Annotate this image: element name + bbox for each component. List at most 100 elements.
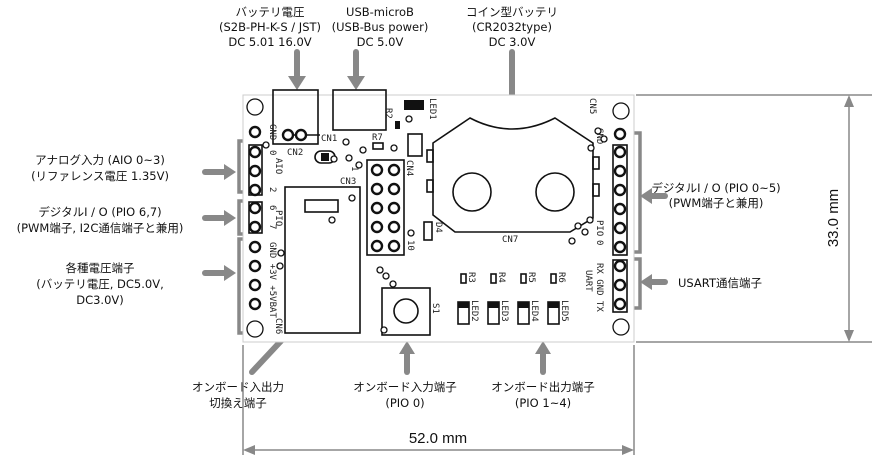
silk-aio2: 2 — [267, 187, 277, 192]
dimension-height: 33.0 mm — [636, 94, 872, 343]
pin-pad — [370, 182, 384, 196]
width-label: 52.0 mm — [409, 430, 467, 447]
pin-pad — [613, 297, 627, 311]
pin-pad — [387, 182, 401, 196]
digital-left-label-1: デジタルI / O (PIO 6,7) — [38, 205, 161, 219]
silk-s1: S1 — [430, 303, 440, 314]
usb-label-1: USB-microB — [346, 5, 414, 19]
power-label-2: (バッテリ電圧, DC5.0V, — [36, 277, 164, 291]
coin-cell-holder — [432, 117, 594, 233]
pin-pad — [248, 201, 262, 215]
via — [581, 228, 589, 236]
io-switch-label-2: 切換え端子 — [209, 396, 267, 410]
via — [407, 229, 415, 237]
silk-d4: D4 — [433, 222, 443, 233]
power-label-1: 各種電圧端子 — [66, 261, 135, 275]
arrowhead-usart — [640, 274, 652, 290]
callout-battery: バッテリ電圧 (S2B-PH-K-S / JST) DC 5.01 16.0V — [219, 5, 321, 90]
coin-label-2: (CR2032type) — [472, 20, 552, 34]
coin-tab — [426, 179, 434, 193]
via — [345, 154, 353, 162]
silk-uart: UART — [583, 270, 593, 292]
pin-pad — [613, 164, 627, 178]
pin-pad — [248, 259, 262, 273]
r2-part — [395, 121, 400, 129]
header-2x5 — [370, 163, 401, 253]
via — [262, 141, 270, 149]
callout-power: 各種電圧端子 (バッテリ電圧, DC5.0V, DC3.0V) — [36, 237, 246, 335]
arrowhead-digital-left — [224, 210, 236, 226]
onboard-input-label-1: オンボード入力端子 — [353, 380, 457, 394]
silk-gnd: GND — [267, 124, 277, 140]
callout-digital-right: デジタルI / O (PIO 0~5) (PWM端子と兼用) — [628, 131, 781, 254]
pin-pad — [613, 259, 627, 273]
s1-switch — [381, 287, 431, 336]
silk-cn3: CN3 — [340, 177, 356, 187]
via — [376, 266, 384, 274]
onboard-input-label-2: (PIO 0) — [385, 396, 424, 410]
silk-led4: LED4 — [529, 300, 539, 322]
via — [574, 222, 582, 230]
via — [382, 272, 390, 280]
silk-uart-pins: RX GND TX — [594, 263, 604, 312]
callout-usart: USART通信端子 — [628, 257, 762, 310]
callout-analog: アナログ入力 (AIO 0~3) (リファレンス電圧 1.35V) — [31, 139, 246, 194]
pin-pad — [387, 220, 401, 234]
pin-pad — [248, 183, 262, 197]
cn2-connector — [272, 89, 319, 145]
width-dimension-line — [242, 345, 635, 455]
via — [330, 155, 338, 163]
cn3-part — [304, 199, 339, 213]
silk-aio0: 0 — [267, 150, 277, 155]
silk-r5: R5 — [526, 272, 536, 283]
pin-pad — [248, 164, 262, 178]
silk-cn5: CN5 — [587, 98, 597, 114]
pin-pad — [387, 163, 401, 177]
via — [568, 237, 576, 245]
silk-r3: R3 — [466, 272, 476, 283]
silk-r2: R2 — [383, 108, 393, 119]
callout-usb: USB-microB (USB-Bus power) DC 5.0V — [332, 5, 428, 90]
led-cathode-mark — [488, 302, 499, 308]
via — [276, 262, 284, 270]
pin-pad — [370, 220, 384, 234]
via — [390, 144, 398, 152]
cn2-pin — [281, 128, 295, 142]
digital-right-label-2: (PWM端子と兼用) — [669, 196, 764, 210]
callout-onboard-output: オンボード出力端子 (PIO 1~4) — [444, 327, 604, 410]
battery-label-2: (S2B-PH-K-S / JST) — [219, 20, 321, 34]
height-dimension-line — [636, 94, 872, 343]
resistor-r3 — [460, 273, 467, 284]
pin-pad — [387, 239, 401, 253]
led-cathode-mark — [548, 302, 559, 308]
arrowhead-power — [224, 265, 236, 281]
silk-pio-right: PIO — [594, 220, 604, 236]
left-pin-header — [248, 125, 262, 311]
jumper-fill — [321, 153, 329, 161]
d4-part — [423, 221, 433, 241]
via — [359, 146, 367, 154]
via — [587, 144, 595, 152]
digital-right-label-1: デジタルI / O (PIO 0~5) — [651, 181, 780, 195]
via — [405, 115, 413, 123]
pin-pad — [613, 127, 627, 141]
mount-hole — [246, 320, 264, 338]
coin-contact-right — [535, 172, 575, 212]
silk-led3: LED3 — [499, 300, 509, 322]
pin-pad — [613, 278, 627, 292]
cap-part — [407, 133, 423, 157]
via — [355, 161, 363, 169]
dimension-width: 52.0 mm — [242, 345, 635, 455]
resistor-r4 — [490, 273, 497, 284]
silk-pio0: 0 — [594, 240, 604, 245]
io-switch-label-1: オンボード入出力 — [192, 380, 284, 394]
via — [389, 280, 397, 288]
coin-label-1: コイン型バッテリ — [466, 5, 558, 19]
vias — [262, 115, 608, 334]
digital-left-label-2: (PWM端子, I2C通信端子と兼用) — [17, 221, 184, 235]
arrowhead-onboard-output — [535, 341, 551, 354]
via — [586, 216, 594, 224]
pin-pad — [387, 201, 401, 215]
pin-pad — [248, 125, 262, 139]
